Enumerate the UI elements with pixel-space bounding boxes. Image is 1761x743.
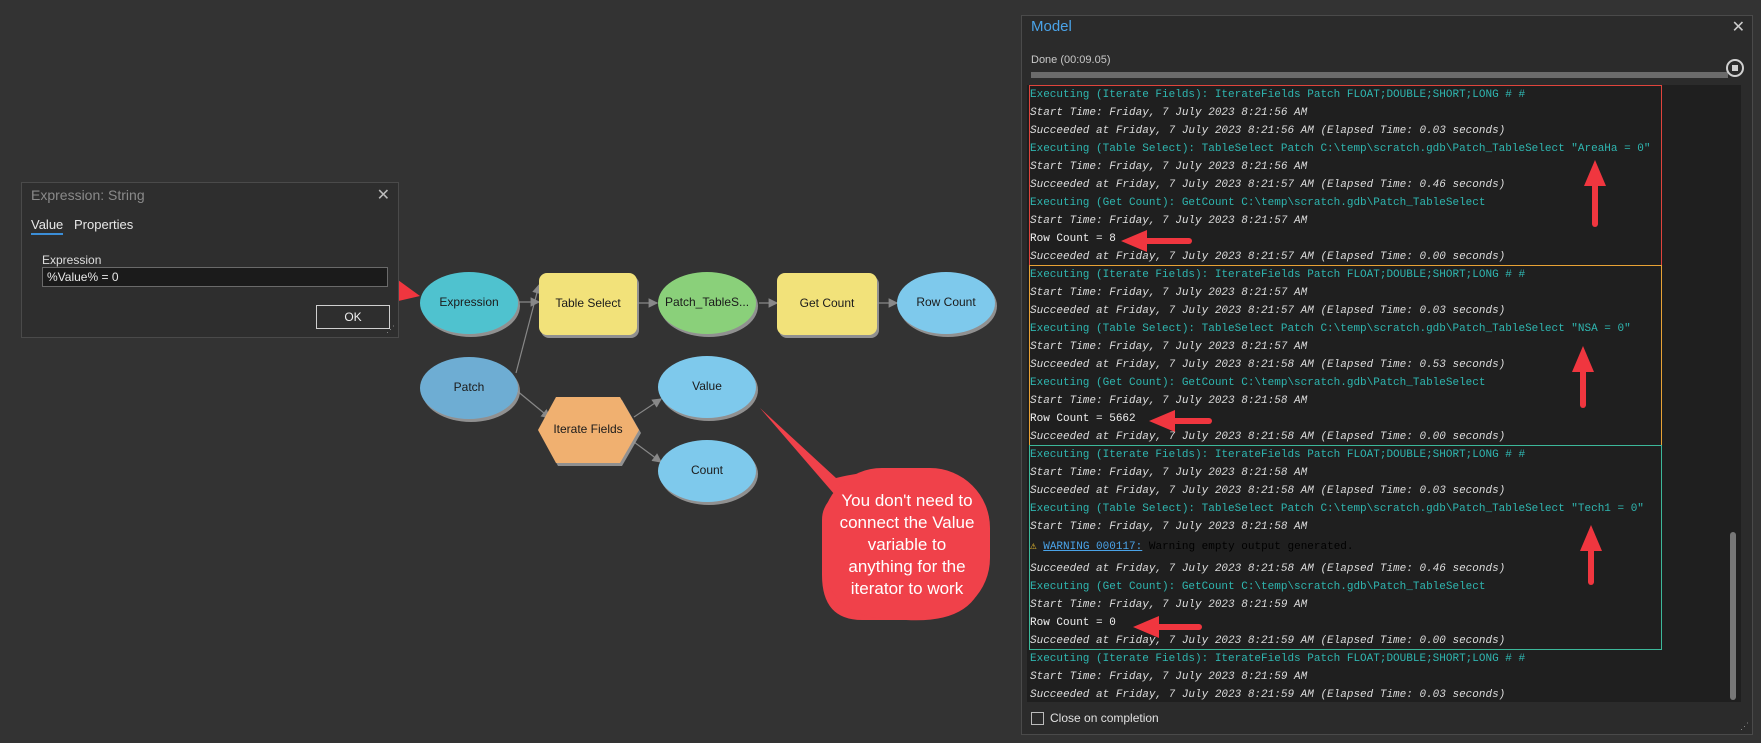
message-line: Start Time: Friday, 7 July 2023 8:21:58 … <box>1030 521 1308 533</box>
node-patch[interactable]: Patch <box>420 357 518 419</box>
message-line: Row Count = 5662 <box>1030 413 1136 425</box>
close-on-completion-label: Close on completion <box>1050 711 1159 725</box>
close-icon[interactable]: ✕ <box>1731 19 1745 36</box>
message-line: Start Time: Friday, 7 July 2023 8:21:59 … <box>1030 671 1308 683</box>
message-line: Start Time: Friday, 7 July 2023 8:21:59 … <box>1030 599 1308 611</box>
node-row-count-shape <box>897 272 995 334</box>
expression-input[interactable]: %Value% = 0 <box>42 267 388 287</box>
node-patch-tableselect[interactable]: Patch_TableS... <box>658 272 756 334</box>
node-row-count-label: Row Count <box>916 295 976 309</box>
message-line: Succeeded at Friday, 7 July 2023 8:21:58… <box>1030 431 1506 443</box>
node-expression[interactable]: Expression <box>420 272 518 334</box>
tab-properties[interactable]: Properties <box>74 217 134 232</box>
message-line: Succeeded at Friday, 7 July 2023 8:21:59… <box>1030 635 1506 647</box>
message-line: Executing (Table Select): TableSelect Pa… <box>1030 143 1651 155</box>
node-patch-tableselect-label: Patch_TableS... <box>665 295 749 309</box>
message-line: Start Time: Friday, 7 July 2023 8:21:56 … <box>1030 161 1308 173</box>
message-line: Executing (Table Select): TableSelect Pa… <box>1030 323 1631 335</box>
node-count[interactable]: Count <box>658 440 756 502</box>
node-table-select-label: Table Select <box>555 296 621 310</box>
warning-text: Warning empty output generated. <box>1142 541 1354 553</box>
status-text: Done (00:09.05) <box>1031 54 1111 66</box>
message-line: Succeeded at Friday, 7 July 2023 8:21:57… <box>1030 251 1506 263</box>
callout-line-2: connect the Value <box>840 513 975 532</box>
connector-lines <box>515 283 899 463</box>
message-line: Start Time: Friday, 7 July 2023 8:21:58 … <box>1030 467 1308 479</box>
messages-panel[interactable]: Executing (Iterate Fields): IterateField… <box>1027 85 1741 702</box>
message-line: Row Count = 0 <box>1030 617 1116 629</box>
node-patch-label: Patch <box>454 380 485 394</box>
message-line: Row Count = 8 <box>1030 233 1116 245</box>
messages-scrollbar[interactable] <box>1729 85 1737 702</box>
node-get-count[interactable]: Get Count <box>777 273 877 335</box>
message-line: Executing (Iterate Fields): IterateField… <box>1030 653 1526 665</box>
node-patch-tableselect-shape <box>658 272 756 334</box>
node-get-count-shape <box>777 273 877 335</box>
message-line: Succeeded at Friday, 7 July 2023 8:21:57… <box>1030 179 1506 191</box>
callout-line-3: variable to <box>868 535 946 554</box>
node-value-label: Value <box>692 379 722 393</box>
message-line: Start Time: Friday, 7 July 2023 8:21:58 … <box>1030 395 1308 407</box>
group-box-2 <box>1029 265 1662 446</box>
message-line: Start Time: Friday, 7 July 2023 8:21:57 … <box>1030 341 1308 353</box>
resize-grip-icon[interactable]: ⋰ <box>1740 721 1749 731</box>
message-line: Executing (Iterate Fields): IterateField… <box>1030 449 1526 461</box>
message-line: Succeeded at Friday, 7 July 2023 8:21:58… <box>1030 485 1506 497</box>
message-line: Executing (Table Select): TableSelect Pa… <box>1030 503 1644 515</box>
node-row-count[interactable]: Row Count <box>897 272 995 334</box>
node-count-label: Count <box>691 463 724 477</box>
progress-bar <box>1031 72 1728 78</box>
node-iterate-fields-label: Iterate Fields <box>553 422 622 436</box>
ok-button[interactable]: OK <box>316 305 390 329</box>
dialog-title: Expression: String <box>31 187 145 203</box>
message-line: Start Time: Friday, 7 July 2023 8:21:56 … <box>1030 107 1308 119</box>
tab-value[interactable]: Value <box>31 217 64 235</box>
message-line: Executing (Get Count): GetCount C:\temp\… <box>1030 197 1486 209</box>
node-get-count-label: Get Count <box>800 296 855 310</box>
node-value[interactable]: Value <box>658 356 756 418</box>
expression-field-label: Expression <box>42 253 102 267</box>
message-line: Executing (Iterate Fields): IterateField… <box>1030 89 1526 101</box>
message-line: Succeeded at Friday, 7 July 2023 8:21:56… <box>1030 125 1506 137</box>
message-line: ⚠ WARNING 000117: Warning empty output g… <box>1030 538 1354 556</box>
warning-icon: ⚠ <box>1030 541 1044 553</box>
close-on-completion-checkbox[interactable]: Close on completion <box>1031 711 1159 725</box>
callout-line-1: You don't need to <box>841 491 972 510</box>
stop-icon[interactable] <box>1726 59 1744 77</box>
callout-line-5: iterator to work <box>851 579 964 598</box>
message-line: Succeeded at Friday, 7 July 2023 8:21:58… <box>1030 359 1506 371</box>
resize-grip-icon[interactable]: ⋰ <box>386 324 395 334</box>
callout-line-4: anything for the <box>848 557 965 576</box>
annotation-callout: You don't need to connect the Value vari… <box>760 408 990 621</box>
message-line: Succeeded at Friday, 7 July 2023 8:21:57… <box>1030 305 1506 317</box>
group-box-1 <box>1029 85 1662 266</box>
message-line: Executing (Get Count): GetCount C:\temp\… <box>1030 377 1486 389</box>
message-line: Succeeded at Friday, 7 July 2023 8:21:59… <box>1030 689 1506 701</box>
node-count-shape <box>658 440 756 502</box>
node-value-shape <box>658 356 756 418</box>
node-patch-shape <box>420 357 518 419</box>
node-table-select-shape <box>539 273 637 335</box>
group-box-3 <box>1029 445 1662 650</box>
close-icon[interactable]: ✕ <box>376 187 390 204</box>
expression-dialog: Expression: String ✕ Value Properties Ex… <box>21 182 399 338</box>
checkbox-box[interactable] <box>1031 711 1044 725</box>
node-expression-shape <box>420 272 518 334</box>
message-line: Start Time: Friday, 7 July 2023 8:21:57 … <box>1030 215 1308 227</box>
warning-link[interactable]: WARNING 000117: <box>1043 541 1143 553</box>
message-line: Executing (Get Count): GetCount C:\temp\… <box>1030 581 1486 593</box>
node-iterate-fields[interactable]: Iterate Fields <box>538 397 639 463</box>
model-builder-canvas[interactable]: Expression Table Select Patch_TableS... … <box>0 0 1000 743</box>
model-messages-window: Model ✕ Done (00:09.05) Executing (Itera… <box>1021 15 1753 735</box>
node-table-select[interactable]: Table Select <box>539 273 637 335</box>
message-line: Start Time: Friday, 7 July 2023 8:21:57 … <box>1030 287 1308 299</box>
callout-body <box>822 468 990 618</box>
node-iterate-fields-shape <box>538 397 639 463</box>
node-expression-label: Expression <box>439 295 498 309</box>
message-line: Succeeded at Friday, 7 July 2023 8:21:58… <box>1030 563 1506 575</box>
scrollbar-thumb[interactable] <box>1730 532 1736 700</box>
message-line: Executing (Iterate Fields): IterateField… <box>1030 269 1526 281</box>
window-title: Model <box>1031 18 1072 35</box>
